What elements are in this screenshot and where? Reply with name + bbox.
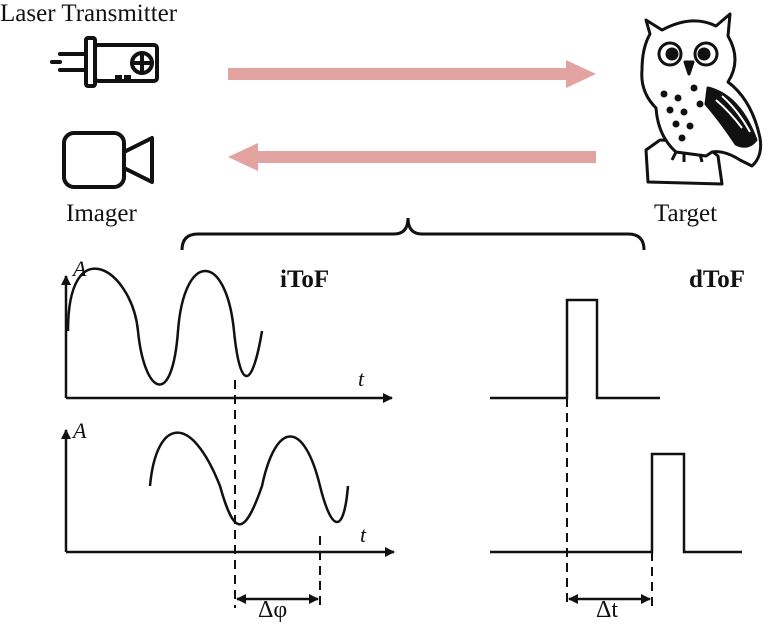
phase-guides: [234, 380, 321, 608]
amplitude-axis-label-bottom: A: [73, 418, 87, 443]
imager-label: Imager: [66, 200, 137, 227]
received-pulse: [490, 452, 742, 554]
target-label: Target: [654, 200, 718, 227]
reflected-beam: [228, 143, 596, 171]
emitted-beam: [228, 60, 596, 88]
laser-transmitter-label: Laser Transmitter: [0, 0, 178, 27]
video-camera-icon: [62, 131, 154, 189]
emitted-pulse: [490, 298, 660, 400]
itof-bottom-axes: [61, 429, 395, 557]
time-axis-label-bottom: t: [360, 522, 367, 547]
itof-top-axes: [61, 275, 393, 403]
time-axis-label-top: t: [358, 366, 365, 391]
curly-brace: [180, 217, 646, 251]
laser-diode-icon: [50, 36, 159, 88]
owl-icon: [640, 12, 763, 186]
dtof-label: dToF: [689, 266, 746, 293]
received-sine-wave: [148, 431, 350, 526]
emitted-sine-wave: [66, 267, 264, 386]
time-guides: [566, 398, 653, 608]
itof-label: iToF: [280, 266, 330, 293]
